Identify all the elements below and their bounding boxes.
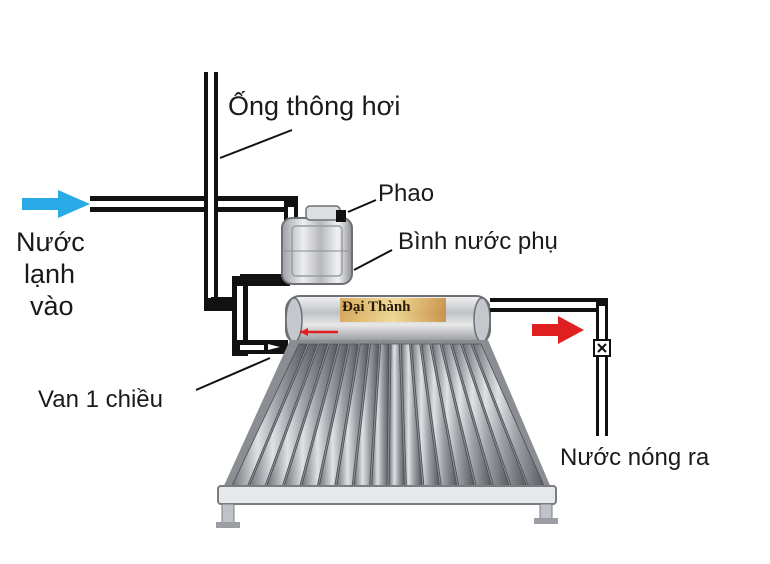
- aux-tank: [281, 217, 353, 285]
- vacuum-tube-collector: [216, 340, 558, 528]
- hot-water-outlet-pipe: [490, 298, 611, 436]
- float-label: Phao: [378, 180, 435, 207]
- cold-water-in-label-line2: lạnh: [24, 259, 76, 289]
- brand-label: Đại Thành: [342, 299, 411, 315]
- float-leader: [347, 199, 377, 213]
- check-valve-label: Van 1 chiều: [38, 386, 163, 413]
- hot-water-arrow: [532, 316, 584, 344]
- cold-water-in-label-line1: Nước: [16, 227, 85, 257]
- aux-tank-label: Bình nước phụ: [398, 228, 558, 255]
- hot-water-out-label: Nước nóng ra: [560, 444, 710, 471]
- vent-pipe-label: Ống thông hơi: [228, 91, 401, 121]
- cold-water-arrow: [22, 190, 90, 218]
- vent-pipe-leader: [219, 129, 293, 159]
- check-valve-leader: [195, 357, 271, 391]
- cold-water-in-label-line3: vào: [30, 291, 74, 321]
- cold-water-inlet-pipe: [90, 196, 298, 236]
- float: [305, 205, 346, 222]
- aux-tank-leader: [353, 249, 393, 271]
- vent-pipe: [204, 72, 218, 304]
- check-valve: [264, 341, 286, 353]
- storage-tank: [285, 295, 491, 345]
